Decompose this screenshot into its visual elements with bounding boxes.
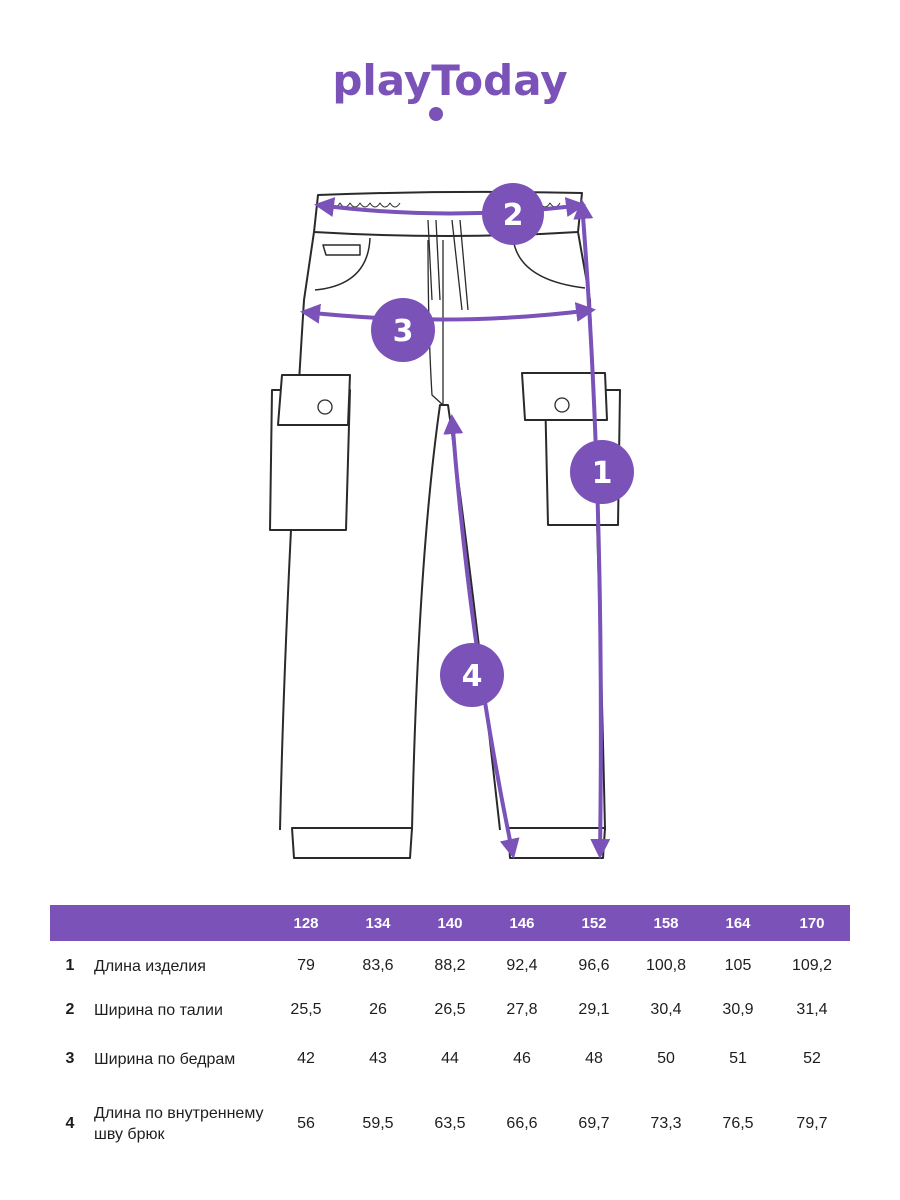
marker-4-label: 4 [462, 659, 483, 694]
measure-line-inseam [443, 414, 520, 859]
table-cell: 59,5 [362, 1115, 394, 1132]
left-cargo-flap [277, 374, 351, 426]
brand-logo-text: playToday [332, 56, 567, 105]
table-cell: 96,6 [578, 957, 610, 974]
table-cell: 66,6 [506, 1115, 538, 1132]
marker-3-label: 3 [393, 314, 414, 349]
table-row: 1 Длина изделия 79 83,6 88,2 92,4 96,6 1… [50, 941, 850, 991]
table-cell: 56 [297, 1115, 315, 1132]
right-cargo-button [554, 397, 570, 413]
table-cell: 73,3 [650, 1115, 682, 1132]
table-cell: 25,5 [290, 1001, 322, 1018]
size-header: 158 [630, 905, 702, 941]
marker-4: 4 [440, 643, 504, 707]
left-cuff [291, 827, 413, 859]
size-header: 146 [486, 905, 558, 941]
measure-line-hip [300, 302, 596, 324]
marker-3: 3 [371, 298, 435, 362]
table-cell: 46 [513, 1050, 531, 1067]
row-name: Ширина по бедрам [94, 1050, 236, 1068]
measure-line-waist [314, 197, 586, 217]
table-cell: 29,1 [578, 1001, 610, 1018]
table-cell: 51 [729, 1050, 747, 1067]
size-header: 134 [342, 905, 414, 941]
row-number: 4 [65, 1115, 75, 1132]
table-cell: 44 [441, 1050, 459, 1067]
left-leg-outer [279, 231, 315, 831]
row-name: Ширина по талии [94, 1001, 223, 1019]
pants-diagram: 2 3 1 4 [269, 183, 634, 859]
table-cell: 30,4 [650, 1001, 682, 1018]
table-cell: 50 [657, 1050, 675, 1067]
table-cell: 26 [369, 1001, 387, 1018]
size-header: 152 [558, 905, 630, 941]
row-number: 1 [65, 957, 75, 974]
size-header: 140 [414, 905, 486, 941]
row-name: Длина по внутреннему шву брюк [94, 1105, 264, 1143]
table-cell: 105 [724, 957, 752, 974]
table-cell: 92,4 [506, 957, 538, 974]
header-blank [90, 905, 270, 941]
table-cell: 63,5 [434, 1115, 466, 1132]
table-cell: 69,7 [578, 1115, 610, 1132]
table-cell: 43 [369, 1050, 387, 1067]
row-name: Длина изделия [94, 957, 206, 975]
size-table: 128 134 140 146 152 158 164 170 1 Длина … [50, 905, 850, 1159]
table-row: 4 Длина по внутреннему шву брюк 56 59,5 … [50, 1089, 850, 1159]
measure-line-length [573, 199, 611, 859]
table-row: 2 Ширина по талии 25,5 26 26,5 27,8 29,1… [50, 991, 850, 1029]
size-header: 164 [702, 905, 774, 941]
right-cuff [507, 827, 606, 859]
table-cell: 48 [585, 1050, 603, 1067]
table-cell: 100,8 [645, 957, 687, 974]
marker-2: 2 [482, 183, 544, 245]
pants-outline [269, 190, 621, 859]
row-number: 2 [65, 1001, 75, 1018]
table-cell: 88,2 [434, 957, 466, 974]
right-front-pocket [512, 237, 586, 289]
marker-1: 1 [570, 440, 634, 504]
table-cell: 83,6 [362, 957, 394, 974]
table-cell: 52 [803, 1050, 821, 1067]
header-blank [50, 905, 90, 941]
marker-1-label: 1 [592, 456, 613, 491]
table-cell: 76,5 [722, 1115, 754, 1132]
table-cell: 79 [297, 957, 315, 974]
table-row: 3 Ширина по бедрам 42 43 44 46 48 50 51 … [50, 1029, 850, 1089]
marker-2-label: 2 [503, 198, 524, 233]
brand-logo: playToday [332, 56, 568, 121]
measurement-lines [300, 197, 611, 859]
size-header: 128 [270, 905, 342, 941]
drawstring [427, 219, 469, 311]
table-cell: 30,9 [722, 1001, 754, 1018]
left-cargo-button [317, 399, 333, 415]
table-cell: 31,4 [796, 1001, 828, 1018]
table-cell: 27,8 [506, 1001, 538, 1018]
brand-logo-dot [429, 107, 443, 121]
row-number: 3 [65, 1050, 75, 1067]
table-cell: 42 [297, 1050, 315, 1067]
size-header: 170 [774, 905, 850, 941]
table-cell: 26,5 [434, 1001, 466, 1018]
table-cell: 79,7 [796, 1115, 828, 1132]
table-cell: 109,2 [791, 957, 833, 974]
size-header-row: 128 134 140 146 152 158 164 170 [50, 905, 850, 941]
left-front-pocket [314, 237, 371, 291]
